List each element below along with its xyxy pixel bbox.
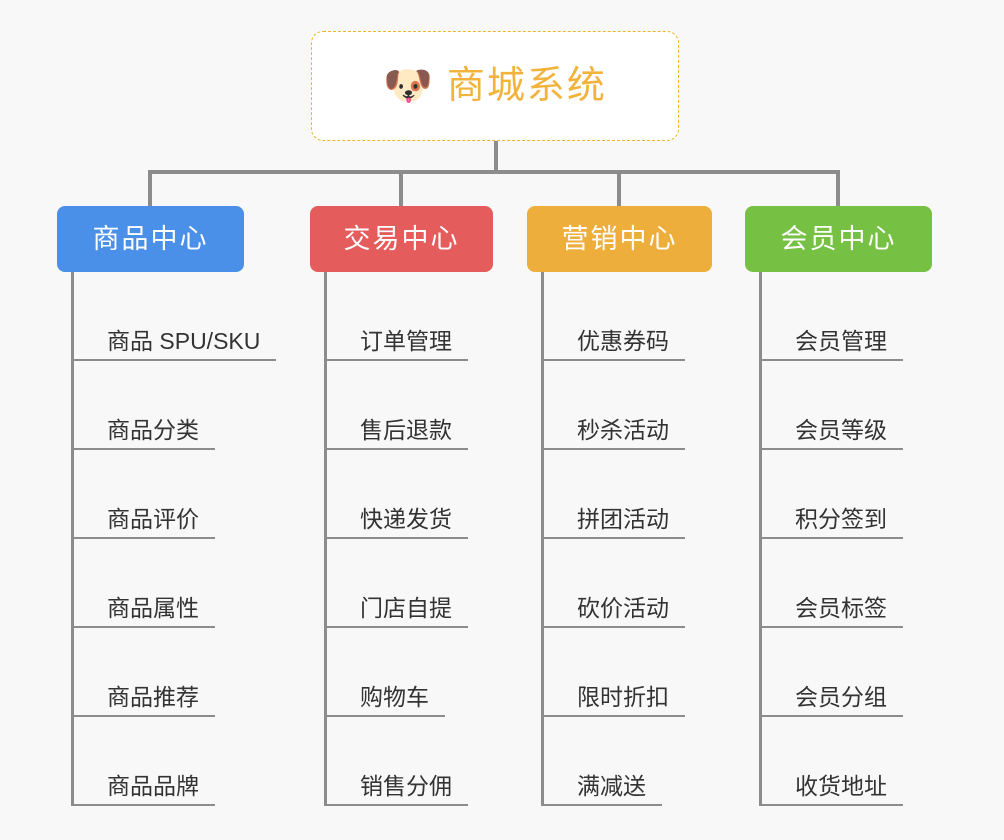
category-box-product-center[interactable]: 商品中心 (57, 206, 244, 272)
leaf-label: 商品推荐 (107, 684, 199, 710)
leaf-underline (327, 804, 468, 806)
leaf-label: 会员等级 (795, 417, 887, 443)
leaf-label: 收货地址 (795, 773, 887, 799)
category-title-trade-center: 交易中心 (343, 223, 460, 254)
leaf-underline (327, 448, 468, 450)
connector-drop-member-center (836, 170, 840, 206)
leaf-underline (762, 715, 903, 717)
leaf-label: 商品分类 (107, 417, 199, 443)
leaf-label: 满减送 (577, 773, 646, 799)
column-trade-center: 交易中心 订单管理 售后退款 快递发货 门店自提 购物车 (310, 206, 493, 806)
leaf-item[interactable]: 会员分组 (762, 628, 932, 717)
leaf-underline (327, 715, 445, 717)
root-node-title: 商城系统 (446, 65, 607, 107)
leaf-label: 会员分组 (795, 684, 887, 710)
leaf-underline (327, 359, 468, 361)
leaf-underline (762, 626, 903, 628)
leaf-underline (74, 359, 276, 361)
leaf-list-member-center: 会员管理 会员等级 积分签到 会员标签 会员分组 收货地址 (759, 272, 932, 806)
leaf-item[interactable]: 销售分佣 (327, 717, 493, 806)
leaf-item[interactable]: 商品推荐 (74, 628, 276, 717)
leaf-item[interactable]: 订单管理 (327, 272, 493, 361)
leaf-item[interactable]: 购物车 (327, 628, 493, 717)
leaf-label: 会员管理 (795, 328, 887, 354)
leaf-label: 商品评价 (107, 506, 199, 532)
column-member-center: 会员中心 会员管理 会员等级 积分签到 会员标签 会员分组 (745, 206, 932, 806)
leaf-item[interactable]: 优惠券码 (544, 272, 712, 361)
leaf-underline (544, 804, 662, 806)
leaf-item[interactable]: 秒杀活动 (544, 361, 712, 450)
leaf-underline (327, 537, 468, 539)
leaf-label: 订单管理 (360, 328, 452, 354)
leaf-item[interactable]: 快递发货 (327, 450, 493, 539)
category-title-marketing-center: 营销中心 (561, 223, 678, 254)
category-box-member-center[interactable]: 会员中心 (745, 206, 932, 272)
leaf-underline (762, 448, 903, 450)
leaf-item[interactable]: 积分签到 (762, 450, 932, 539)
leaf-label: 商品品牌 (107, 773, 199, 799)
leaf-list-trade-center: 订单管理 售后退款 快递发货 门店自提 购物车 销售分佣 (324, 272, 493, 806)
leaf-underline (74, 537, 215, 539)
leaf-item[interactable]: 门店自提 (327, 539, 493, 628)
leaf-label: 门店自提 (360, 595, 452, 621)
column-marketing-center: 营销中心 优惠券码 秒杀活动 拼团活动 砍价活动 限时折扣 (527, 206, 712, 806)
leaf-label: 销售分佣 (360, 773, 452, 799)
leaf-label: 商品 SPU/SKU (107, 328, 261, 354)
leaf-underline (544, 537, 685, 539)
leaf-item[interactable]: 会员标签 (762, 539, 932, 628)
leaf-underline (544, 359, 685, 361)
leaf-item[interactable]: 限时折扣 (544, 628, 712, 717)
leaf-item[interactable]: 满减送 (544, 717, 712, 806)
connector-root-stem (494, 141, 498, 172)
leaf-underline (544, 715, 685, 717)
leaf-label: 售后退款 (360, 417, 452, 443)
leaf-item[interactable]: 售后退款 (327, 361, 493, 450)
leaf-underline (327, 626, 468, 628)
leaf-item[interactable]: 收货地址 (762, 717, 932, 806)
connector-drop-marketing-center (617, 170, 621, 206)
connector-drop-product-center (148, 170, 152, 206)
leaf-underline (544, 448, 685, 450)
connector-horizontal-bus (150, 170, 840, 174)
leaf-label: 商品属性 (107, 595, 199, 621)
leaf-item[interactable]: 商品评价 (74, 450, 276, 539)
leaf-label: 砍价活动 (577, 595, 669, 621)
leaf-underline (762, 359, 903, 361)
root-node-mall-system[interactable]: 🐶 商城系统 (311, 31, 679, 141)
leaf-item[interactable]: 商品品牌 (74, 717, 276, 806)
category-box-trade-center[interactable]: 交易中心 (310, 206, 493, 272)
leaf-item[interactable]: 商品属性 (74, 539, 276, 628)
leaf-label: 快递发货 (360, 506, 452, 532)
connector-drop-trade-center (399, 170, 403, 206)
shiba-dog-face-icon: 🐶 (383, 64, 433, 108)
leaf-underline (544, 626, 685, 628)
leaf-list-product-center: 商品 SPU/SKU 商品分类 商品评价 商品属性 商品推荐 商品品牌 (71, 272, 276, 806)
leaf-item[interactable]: 会员等级 (762, 361, 932, 450)
leaf-underline (74, 626, 215, 628)
leaf-label: 积分签到 (795, 506, 887, 532)
leaf-item[interactable]: 砍价活动 (544, 539, 712, 628)
leaf-item[interactable]: 商品分类 (74, 361, 276, 450)
leaf-item[interactable]: 商品 SPU/SKU (74, 272, 276, 361)
leaf-underline (74, 804, 215, 806)
leaf-label: 会员标签 (795, 595, 887, 621)
leaf-item[interactable]: 会员管理 (762, 272, 932, 361)
leaf-underline (762, 537, 903, 539)
leaf-label: 购物车 (360, 684, 429, 710)
leaf-label: 优惠券码 (577, 328, 669, 354)
leaf-underline (74, 715, 215, 717)
leaf-underline (762, 804, 903, 806)
leaf-list-marketing-center: 优惠券码 秒杀活动 拼团活动 砍价活动 限时折扣 满减送 (541, 272, 712, 806)
leaf-underline (74, 448, 215, 450)
leaf-label: 秒杀活动 (577, 417, 669, 443)
category-title-product-center: 商品中心 (92, 223, 209, 254)
column-product-center: 商品中心 商品 SPU/SKU 商品分类 商品评价 商品属性 商品推荐 (57, 206, 276, 806)
leaf-label: 限时折扣 (577, 684, 669, 710)
leaf-label: 拼团活动 (577, 506, 669, 532)
leaf-item[interactable]: 拼团活动 (544, 450, 712, 539)
category-title-member-center: 会员中心 (780, 223, 897, 254)
category-box-marketing-center[interactable]: 营销中心 (527, 206, 712, 272)
